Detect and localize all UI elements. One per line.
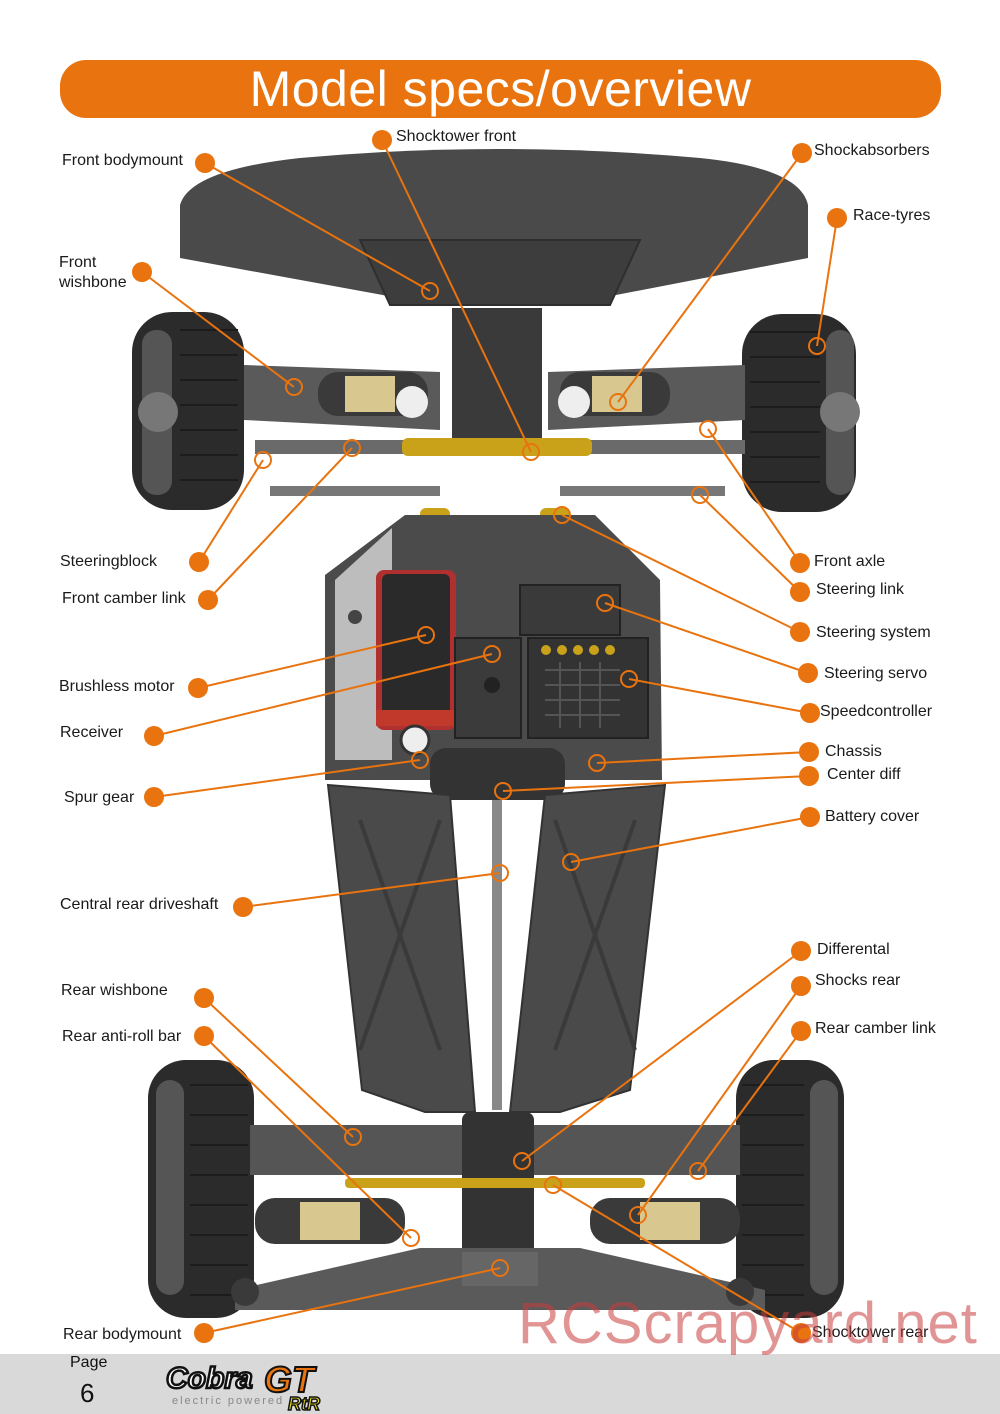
label-receiver: Receiver — [60, 724, 124, 741]
label-spur-gear: Spur gear — [64, 789, 135, 806]
line-front-axle — [707, 428, 801, 564]
label-steering-link: Steering link — [816, 581, 905, 598]
line-front-wishbone — [141, 271, 295, 388]
line-battery-cover — [570, 816, 811, 863]
label-brushless-motor: Brushless motor — [59, 678, 175, 695]
label-rear-bodymount: Rear bodymount — [63, 1326, 182, 1343]
label-steeringblock: Steeringblock — [60, 553, 157, 570]
page-footer — [0, 1354, 1000, 1414]
page-title: Model specs/overview — [249, 61, 752, 117]
rear-driveshaft-shape — [492, 800, 502, 1110]
label-speedcontroller: Speedcontroller — [820, 703, 933, 720]
line-shockabsorbers — [617, 152, 803, 403]
line-shocks-rear — [637, 985, 802, 1216]
line-rear-anti-roll-bar — [203, 1035, 412, 1239]
line-rear-camber-link — [697, 1030, 802, 1172]
label-front-bodymount: Front bodymount — [62, 152, 183, 169]
label-steering-servo: Steering servo — [824, 665, 928, 682]
front-left-tyre — [132, 312, 244, 510]
line-rear-bodymount — [203, 1267, 501, 1334]
line-center-diff — [502, 775, 810, 792]
logo-tagline: electric powered — [172, 1395, 284, 1407]
line-receiver — [153, 653, 493, 737]
page-label: Page — [70, 1354, 108, 1371]
brushless-motor-shape — [376, 570, 456, 756]
line-front-bodymount — [204, 162, 431, 292]
gold-shocktower-front — [402, 438, 592, 456]
label-center-diff: Center diff — [827, 766, 901, 783]
car-illustration — [132, 149, 860, 1318]
line-steering-link — [699, 494, 801, 593]
label-shocktower-rear: Shocktower rear — [812, 1324, 929, 1341]
logo-text: Cobra — [166, 1362, 253, 1395]
label-shocks-rear: Shocks rear — [815, 972, 901, 989]
label-chassis: Chassis — [825, 743, 882, 760]
label-shocktower-front: Shocktower front — [396, 128, 517, 145]
rear-shock-left — [255, 1198, 405, 1244]
line-shocktower-front — [381, 139, 532, 453]
line-differental — [521, 950, 802, 1162]
callout-targets — [254, 282, 826, 1277]
gold-antiroll-bar — [345, 1178, 645, 1188]
label-battery-cover: Battery cover — [825, 808, 920, 825]
label-central-rear-driveshaft: Central rear driveshaft — [60, 896, 219, 913]
rear-shock-right — [590, 1198, 740, 1244]
callout-dots — [132, 130, 847, 1343]
label-front-axle: Front axle — [814, 553, 886, 570]
front-shock-left — [318, 372, 428, 418]
battery-cover-left — [326, 783, 477, 1113]
label-rear-wishbone: Rear wishbone — [61, 982, 168, 999]
front-right-tyre — [742, 314, 860, 512]
battery-cover-right — [508, 783, 667, 1113]
label-front-wishbone: Front wishbone — [59, 254, 127, 291]
label-steering-system: Steering system — [816, 624, 931, 641]
cobra-gt-logo: Cobra GT RtR electric powered — [165, 1358, 321, 1414]
line-front-camber-link — [207, 447, 353, 601]
line-central-rear-driveshaft — [242, 872, 501, 908]
page-header: Model specs/overview — [60, 60, 941, 118]
center-diff-shape — [430, 748, 565, 800]
label-rear-camber-link: Rear camber link — [815, 1020, 936, 1037]
front-bumper — [180, 149, 808, 300]
label-race-tyres: Race-tyres — [853, 207, 931, 224]
line-steering-servo — [604, 602, 809, 674]
watermark: RCScrapyard.net — [518, 1291, 978, 1356]
line-spur-gear — [153, 759, 421, 798]
page-number: 6 — [80, 1378, 95, 1408]
label-rear-anti-roll-bar: Rear anti-roll bar — [62, 1028, 182, 1045]
label-front-camber-link: Front camber link — [62, 590, 186, 607]
line-shocktower-rear — [552, 1184, 802, 1334]
line-steering-system — [561, 514, 801, 633]
line-rear-wishbone — [203, 997, 354, 1138]
line-speedcontroller — [628, 678, 811, 714]
line-brushless-motor — [197, 634, 427, 689]
logo-suffix: RtR — [288, 1394, 320, 1414]
callout-lines — [141, 139, 838, 1334]
label-differental: Differental — [817, 941, 890, 958]
line-race-tyres — [816, 217, 838, 347]
line-steeringblock — [198, 459, 264, 563]
rear-left-tyre — [148, 1060, 254, 1318]
label-shockabsorbers: Shockabsorbers — [814, 142, 930, 159]
logo-badge: GT — [264, 1359, 317, 1400]
rear-right-tyre — [736, 1060, 844, 1318]
line-chassis — [596, 751, 810, 764]
speedcontroller-shape — [527, 637, 649, 739]
